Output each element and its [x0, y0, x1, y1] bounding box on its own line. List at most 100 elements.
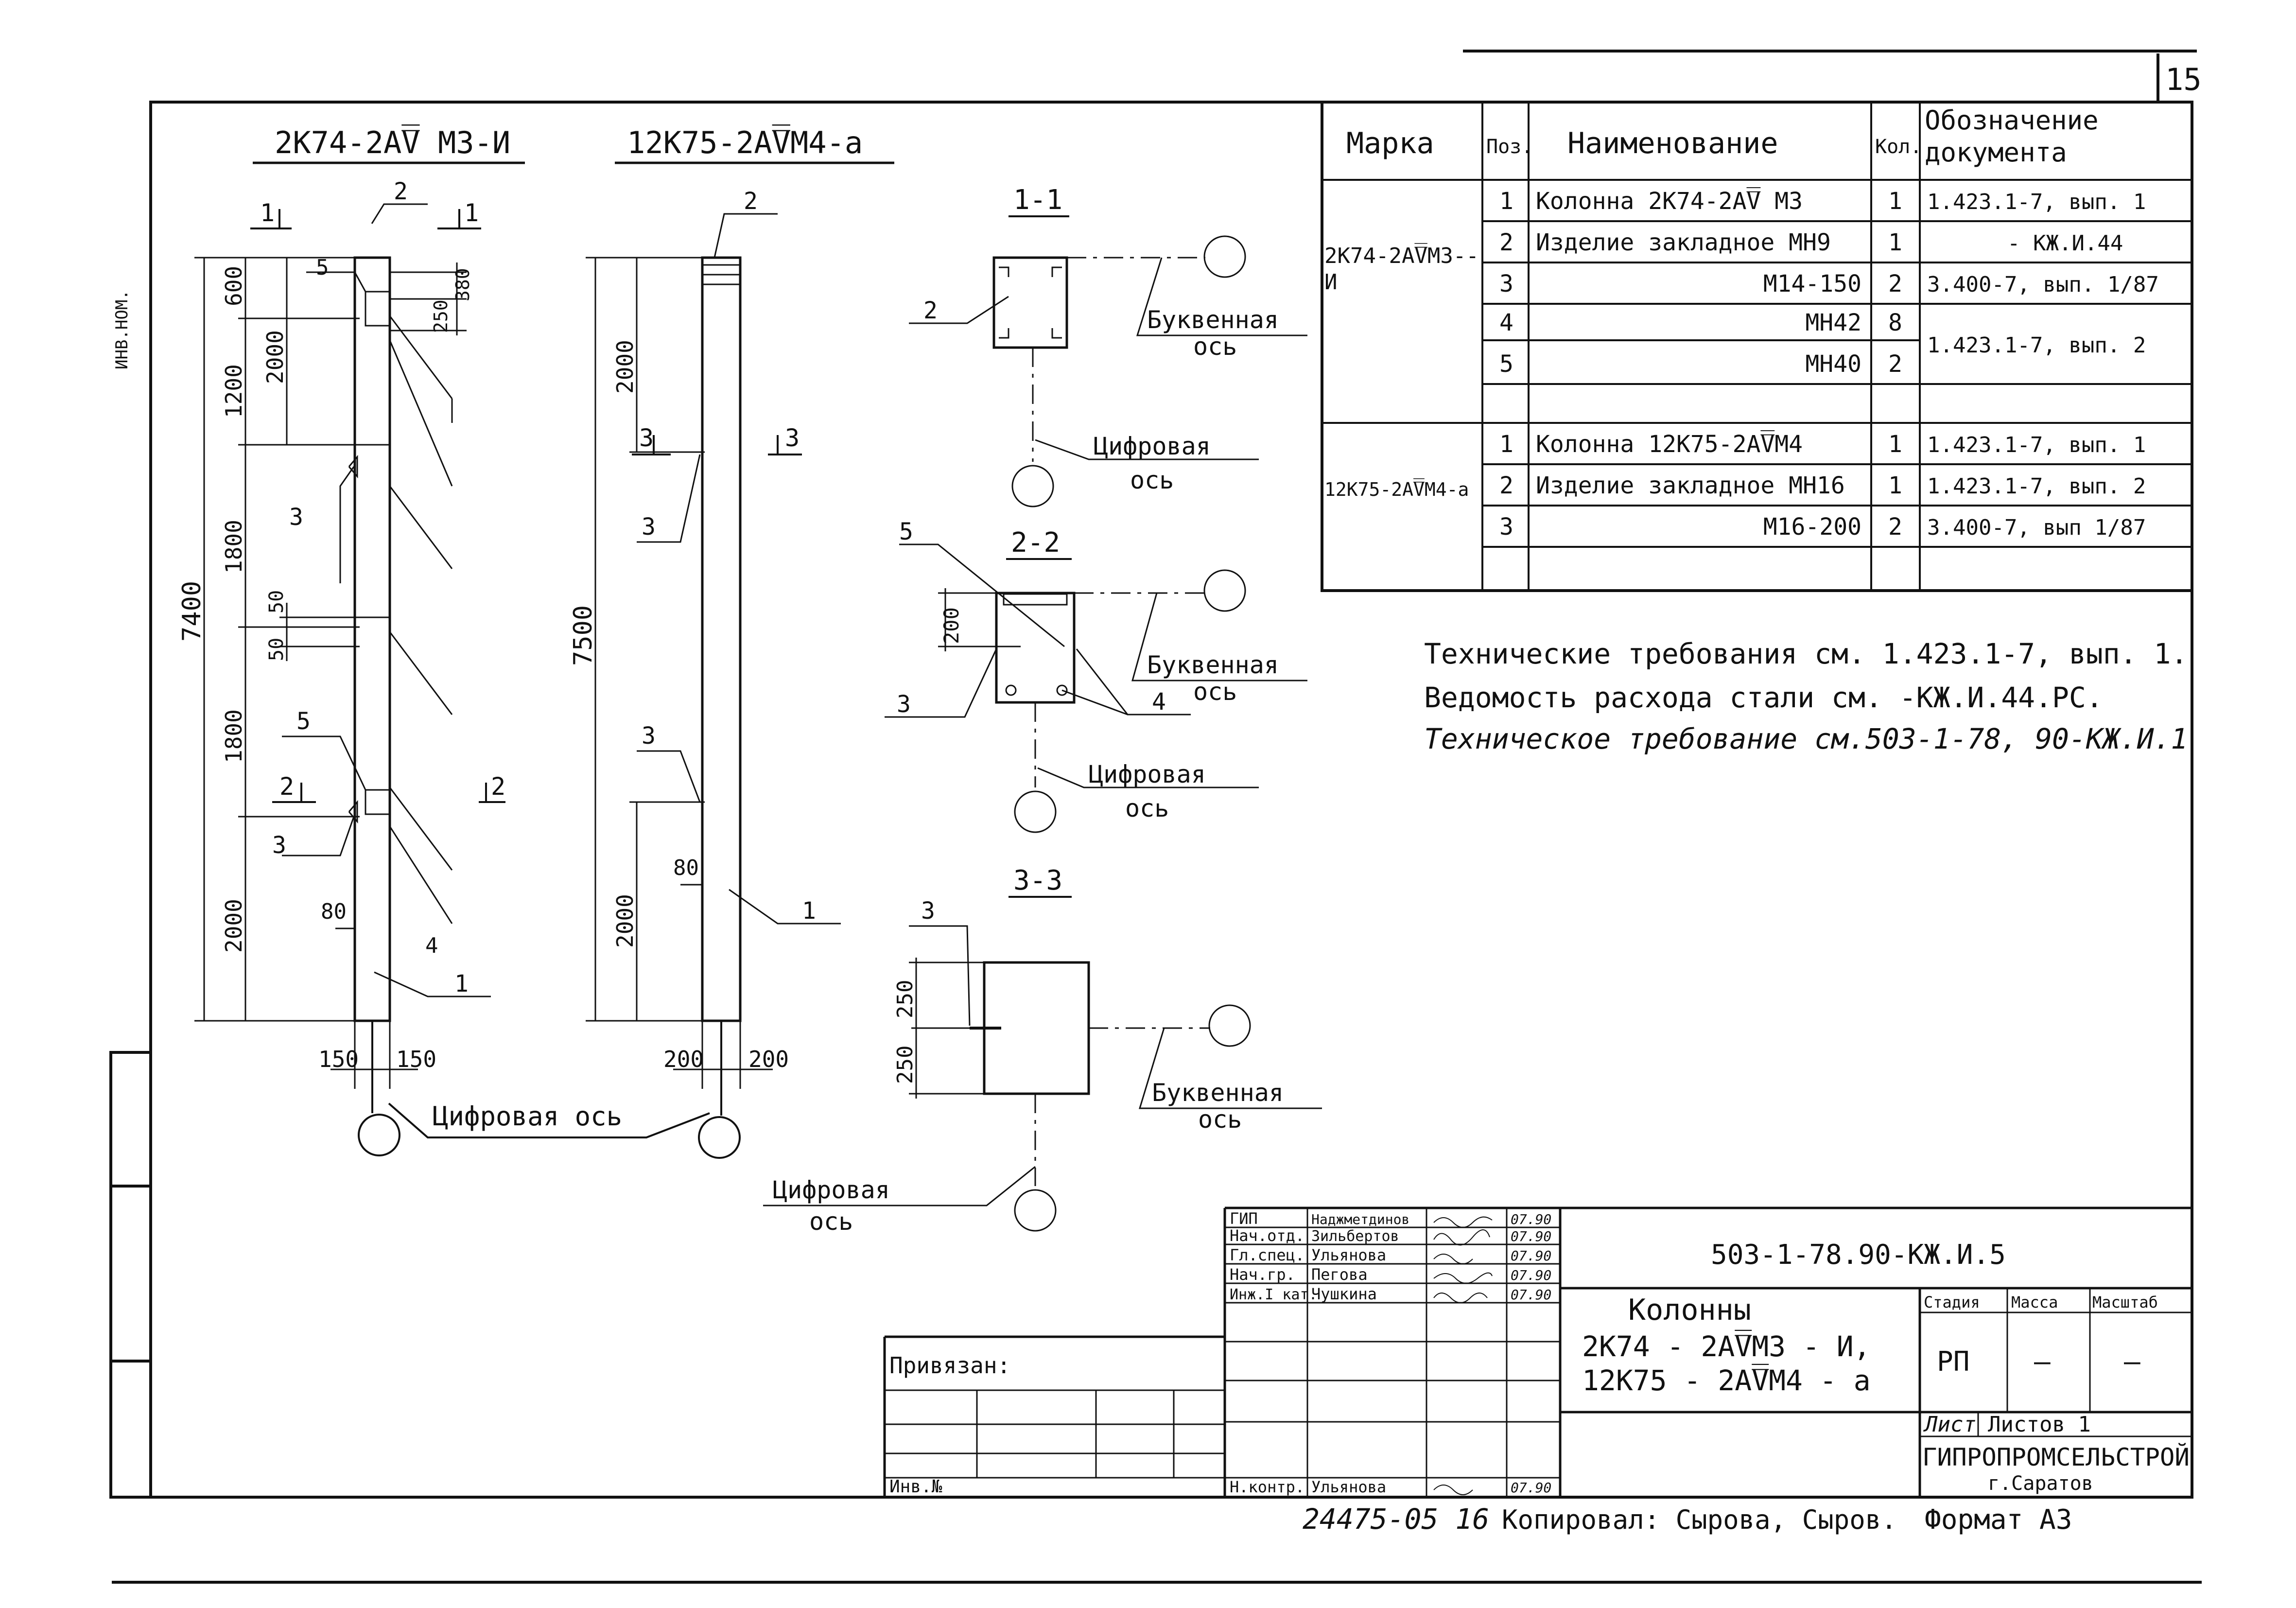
tb-date-3: 07.90 [1511, 1248, 1551, 1264]
column-b-cut-marks [632, 435, 802, 455]
spec-g1-r1-name: Колонна 2К74-2А̅V̅ М3 [1536, 187, 1803, 215]
column-b-view: 12К75-2А̅V̅М4-а 7500 [569, 124, 894, 1089]
tb-title-line-1: Колонны [1628, 1293, 1751, 1327]
section-3-axis-letter-2: ось [1198, 1105, 1242, 1134]
section-2-axis-digit-2: ось [1125, 794, 1169, 822]
spec-g1-r4-pos: 4 [1499, 309, 1513, 336]
tb-role-5: Инж.I кат. [1230, 1286, 1318, 1303]
spec-header-mark: Марка [1346, 126, 1434, 160]
section-2-pos-5: 5 [899, 518, 913, 545]
spec-g2-r3-pos: 3 [1499, 513, 1513, 541]
section-2-axis-digit: Цифровая [1089, 760, 1206, 788]
tb-mass-header: Масса [2011, 1293, 2058, 1311]
spec-g1-r1-qty: 1 [1888, 188, 1902, 215]
spec-g1-r4-qty: 8 [1888, 309, 1902, 336]
spec-g1-r5-name: МН40 [1805, 350, 1861, 378]
column-b-pos-1: 1 [802, 897, 816, 925]
column-a-dim-2000: 2000 [221, 899, 247, 953]
spec-g2-r1-pos: 1 [1499, 431, 1513, 458]
section-3-axis-digit-2: ось [809, 1207, 853, 1236]
column-a-pos-5a: 5 [316, 255, 329, 280]
column-b-title: 12К75-2А̅V̅М4-а [627, 124, 863, 160]
column-a-dim-600: 600 [221, 266, 247, 306]
column-b-dims [586, 257, 773, 1089]
section-3-pos: 3 [921, 897, 935, 925]
column-a-top-250: 250 [430, 299, 452, 333]
spec-g2-r1-name: Колонна 12К75-2А̅V̅М4 [1536, 430, 1803, 458]
spec-g1-r1-doc: 1.423.1-7, вып. 1 [1927, 190, 2146, 214]
section-3-title: 3-3 [1013, 865, 1062, 896]
spec-g1-r3-pos: 3 [1499, 270, 1513, 297]
spec-g1-r3-name: М14-150 [1763, 270, 1861, 297]
column-a-leaders [282, 203, 491, 997]
spec-header-doc-box: Обозначение документа [1925, 105, 2099, 168]
section-3-3: 3-3 250 250 3 Буквенная ось Цифровая ось [763, 865, 1322, 1236]
spec-g2-r3-qty: 2 [1888, 513, 1902, 541]
column-axis-label: Цифровая ось [433, 1101, 622, 1132]
column-b-bottom-200a: 200 [663, 1046, 704, 1072]
tb-name-2: Зильбертов [1311, 1228, 1399, 1245]
section-1-axis-digit-2: ось [1130, 466, 1174, 494]
spec-g1-r2-doc: - КЖ.И.44 [2007, 231, 2123, 256]
tb-role-2: Нач.отд. [1230, 1226, 1305, 1245]
column-a-pos-1: 1 [454, 970, 469, 997]
spec-g1-r3-doc: 3.400-7, вып. 1/87 [1927, 272, 2159, 297]
column-b-pos-3b: 3 [642, 722, 656, 750]
section-2-axis-letter-2: ось [1193, 678, 1237, 706]
spec-group-1-mark-box: 2К74-2А̅V̅М3--И [1324, 244, 1479, 295]
tb-signatures [1433, 1216, 1493, 1495]
spec-header-doc: Обозначение документа [1925, 105, 2099, 168]
tb-name-4: Пегова [1311, 1265, 1368, 1284]
tb-date-8: 07.90 [1511, 1480, 1551, 1496]
tb-role-8: Н.контр. [1230, 1478, 1305, 1496]
column-a-pos-3b: 3 [272, 832, 286, 859]
column-b-dim-2000a: 2000 [612, 340, 638, 394]
spec-g1-r2-name: Изделие закладное МН9 [1536, 229, 1831, 256]
spec-g1-r2-pos: 2 [1499, 229, 1513, 256]
section-1-1: 1-1 2 Буквенная ось Цифровая ось [909, 184, 1307, 507]
tb-scale-value: — [2124, 1346, 2140, 1378]
tb-role-1: ГИП [1230, 1209, 1258, 1228]
spec-group-2-mark: 12К75-2А̅V̅М4-а [1324, 478, 1469, 500]
section-1-axis-letter-2: ось [1193, 332, 1237, 361]
footer: 24475-05 16 Копировал: Сырова, Сыров. Фо… [1303, 1503, 2072, 1536]
section-2-title: 2-2 [1011, 527, 1060, 559]
spec-g1-r4-doc: 1.423.1-7, вып. 2 [1927, 333, 2146, 358]
tb-date-4: 07.90 [1511, 1267, 1551, 1283]
tb-date-5: 07.90 [1511, 1287, 1551, 1303]
column-b-cut-3b: 3 [785, 424, 800, 452]
tb-stage-value: РП [1937, 1346, 1969, 1378]
tb-role-3: Гл.спец. [1230, 1246, 1305, 1264]
title-block: ГИП Нач.отд. Гл.спец. Нач.гр. Инж.I кат.… [883, 1206, 2192, 1497]
tb-sheet-label: Лист [1923, 1412, 1976, 1437]
column-a-cut-1a: 1 [260, 199, 275, 227]
tb-name-8: Ульянова [1311, 1478, 1386, 1496]
spec-g2-r1-qty: 1 [1888, 431, 1902, 458]
column-b-leaders [637, 213, 841, 925]
column-a-dim-1200: 1200 [221, 364, 247, 418]
column-a-bottom-150a: 150 [318, 1046, 359, 1072]
spec-g2-r1-doc: 1.423.1-7, вып. 1 [1927, 433, 2146, 457]
column-b-pos-3a: 3 [642, 513, 656, 541]
column-a-pos-3a: 3 [289, 504, 303, 531]
spec-header-pos: Поз. [1486, 136, 1533, 158]
section-3-axis-digit: Цифровая [773, 1176, 890, 1204]
column-b-dim-2000b: 2000 [612, 894, 638, 948]
footer-inv-number: 24475-05 16 [1303, 1503, 1489, 1536]
spec-header-name: Наименование [1567, 126, 1778, 160]
spec-g2-r3-doc: 3.400-7, вып 1/87 [1927, 515, 2146, 540]
tb-attached-label: Привязан: [889, 1352, 1010, 1379]
column-a-pos-5b: 5 [296, 708, 311, 735]
column-b-bottom-200b: 200 [748, 1046, 789, 1072]
sheet-number: 15 [2165, 62, 2202, 97]
spec-group-1-mark: 2К74-2А̅V̅М3--И [1324, 244, 1479, 295]
column-b-pos-2: 2 [744, 188, 758, 215]
tb-date-1: 07.90 [1511, 1211, 1551, 1227]
section-1-pos: 2 [923, 297, 938, 324]
section-3-dim-a: 250 [893, 980, 918, 1018]
spec-g2-r2-name: Изделие закладное МН16 [1536, 472, 1845, 499]
column-a-pos-2: 2 [394, 178, 408, 205]
spec-g1-r3-qty: 2 [1888, 270, 1902, 297]
tb-stage-header: Стадия [1924, 1293, 1980, 1311]
column-a-height: 7400 [177, 581, 207, 642]
